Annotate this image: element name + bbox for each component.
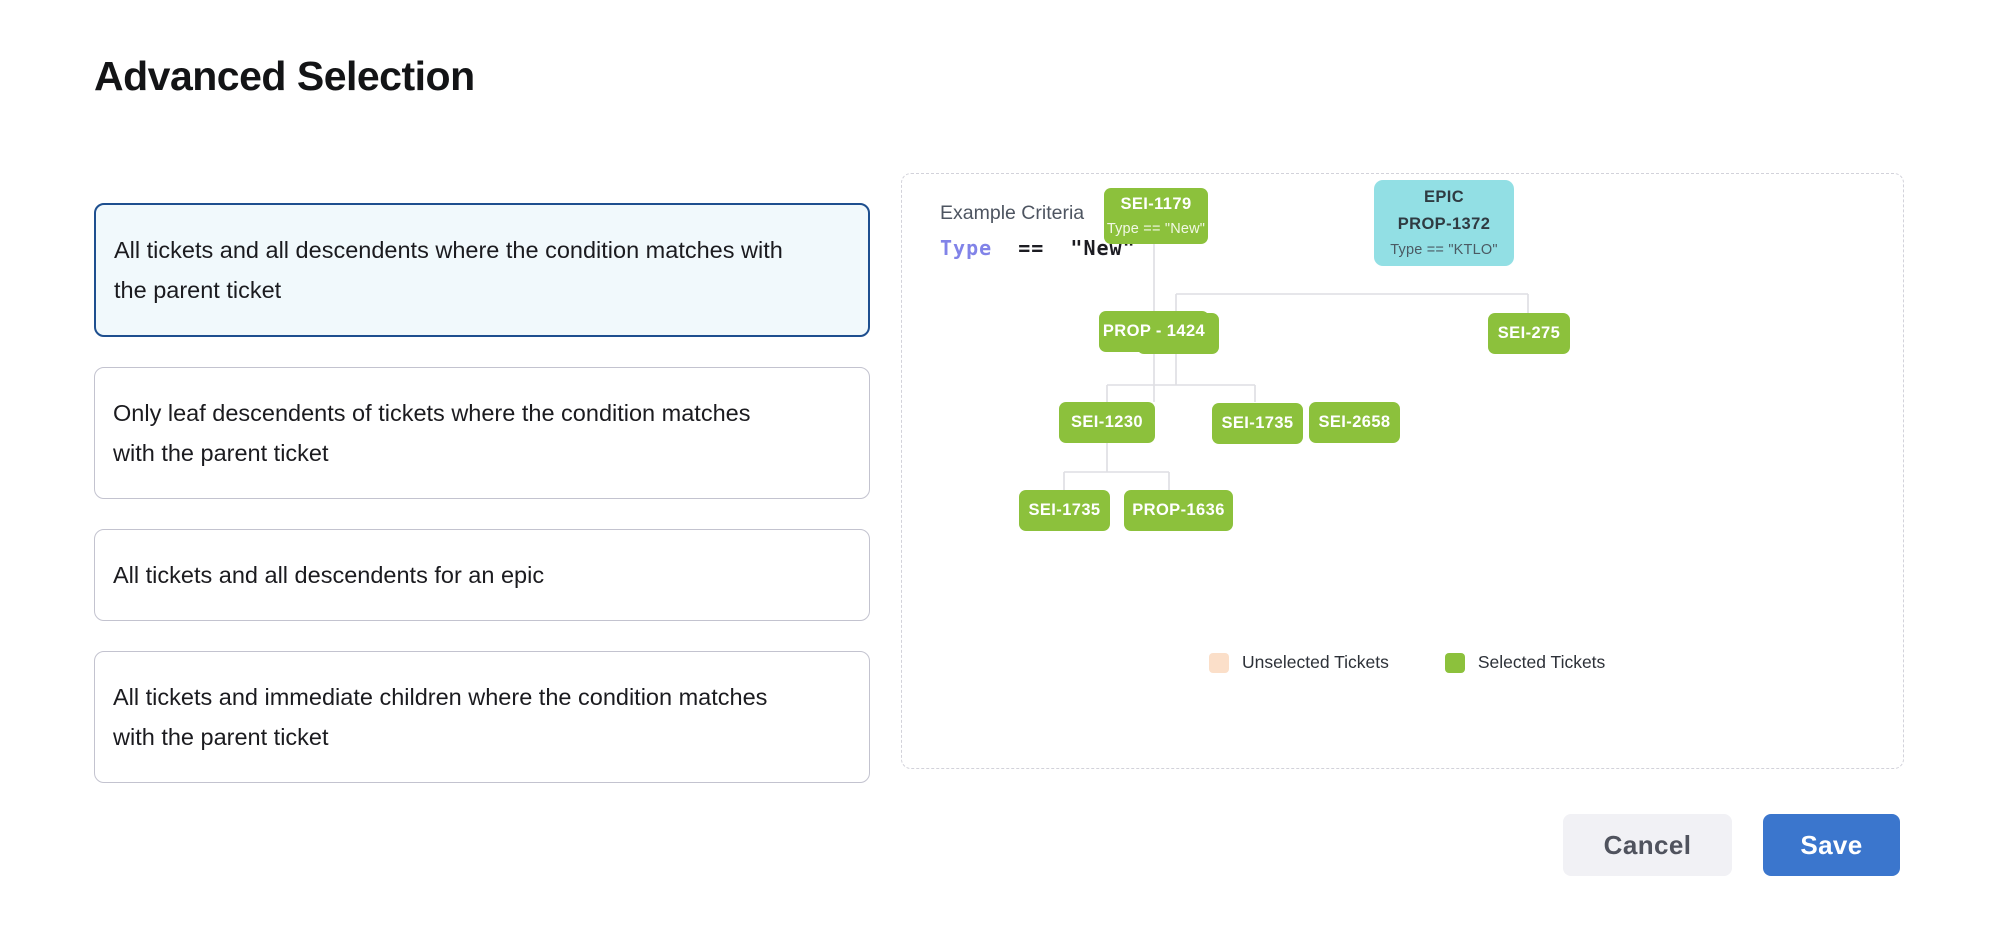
option-label: Only leaf descendents of tickets where t… (113, 400, 751, 466)
tree-connectors (1063, 244, 1529, 490)
legend-item-unselected: Unselected Tickets (1209, 652, 1389, 673)
page-title: Advanced Selection (94, 53, 475, 99)
option-card-epic-descendents[interactable]: All tickets and all descendents for an e… (94, 529, 870, 621)
legend-item-selected: Selected Tickets (1444, 652, 1606, 673)
option-card-immediate-children[interactable]: All tickets and immediate children where… (94, 651, 870, 783)
option-card-all-descendents[interactable]: All tickets and all descendents where th… (94, 203, 870, 337)
node-epic-tag: EPIC (1423, 188, 1465, 206)
node-title: PROP-1636 (1132, 501, 1225, 519)
example-diagram-panel: Example Criteria Type == "New" (901, 173, 1904, 769)
node-title: PROP - 1424 (1102, 322, 1206, 340)
option-label: All tickets and all descendents where th… (114, 237, 783, 303)
legend-label: Unselected Tickets (1242, 652, 1389, 672)
node-title: SEI-1735 (1028, 501, 1101, 519)
node-title: SEI-1735 (1221, 414, 1294, 432)
criteria-label: Example Criteria (940, 202, 1085, 224)
node-title: SEI-1179 (1120, 195, 1192, 213)
node-subtitle: Type == "KTLO" (1390, 242, 1498, 258)
node-title: SEI-1230 (1071, 413, 1143, 431)
node-title: SEI-275 (1497, 324, 1561, 342)
ticket-tree: SEI-1179 Type == "New" EPIC PROP-1372 Ty… (902, 174, 1905, 770)
option-label: All tickets and immediate children where… (113, 684, 768, 750)
tree-node-epic-prop-1372[interactable]: EPIC PROP-1372 Type == "KTLO" (1374, 180, 1514, 266)
option-list: All tickets and all descendents where th… (94, 203, 870, 813)
save-button[interactable]: Save (1763, 814, 1900, 876)
tree-node-sei-1735-row3[interactable]: SEI-1735 (1212, 403, 1303, 444)
dialog-footer: Cancel Save (1563, 814, 1900, 876)
cancel-button[interactable]: Cancel (1563, 814, 1732, 876)
tree-node-prop-1636[interactable]: PROP-1636 (1124, 490, 1233, 531)
node-title: SEI-2658 (1318, 413, 1391, 431)
option-label: All tickets and all descendents for an e… (113, 562, 545, 588)
tree-node-sei-1735-row4[interactable]: SEI-1735 (1019, 490, 1110, 531)
criteria-keyword: Type (940, 236, 993, 260)
tree-node-prop-1424[interactable]: PROP - 1424 (1099, 311, 1209, 352)
tree-node-sei-1230[interactable]: SEI-1230 (1059, 402, 1155, 443)
diagram-legend: Unselected Tickets Selected Tickets (1209, 652, 1605, 673)
tree-node-sei-1179[interactable]: SEI-1179 Type == "New" (1104, 188, 1208, 244)
tree-node-sei-275-right[interactable]: SEI-275 (1488, 313, 1570, 354)
tree-node-sei-2658[interactable]: SEI-2658 (1309, 402, 1400, 443)
legend-label: Selected Tickets (1477, 652, 1606, 672)
option-card-leaf-descendents[interactable]: Only leaf descendents of tickets where t… (94, 367, 870, 499)
selected-swatch-icon (1444, 652, 1465, 673)
unselected-swatch-icon (1209, 652, 1229, 673)
node-subtitle: Type == "New" (1106, 221, 1206, 237)
node-title: PROP-1372 (1397, 215, 1491, 233)
